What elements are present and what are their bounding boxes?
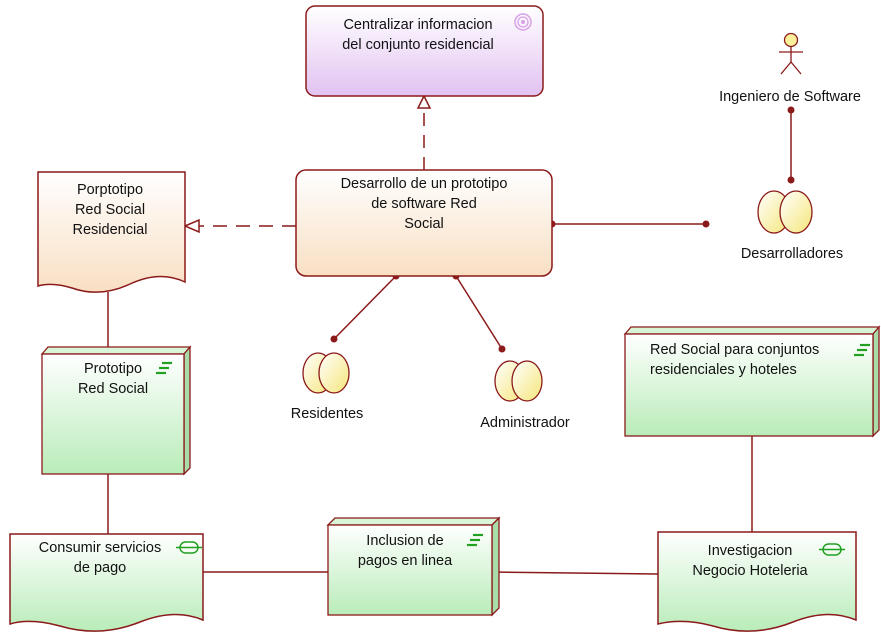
- goal-icon: [514, 13, 532, 31]
- connector-project-residentes[interactable]: [333, 275, 397, 340]
- realization-arrowhead: [183, 218, 200, 234]
- artifact-label-line3: Residencial: [72, 222, 148, 238]
- payment-service-line2: de pago: [73, 560, 127, 576]
- prototype-node-line2: Red Social: [77, 381, 149, 397]
- hotel-node-label: Red Social para conjuntos residenciales …: [650, 340, 860, 380]
- project-label-line2: de software Red: [371, 196, 477, 212]
- hotel-node-line2: residenciales y hoteles: [650, 362, 797, 378]
- connector-dot: [787, 176, 795, 184]
- hotel-node[interactable]: [623, 325, 881, 438]
- project-label: Desarrollo de un prototipo de software R…: [300, 174, 548, 234]
- actor-icon: [779, 32, 803, 75]
- payment-node-label: Inclusion de pagos en linea: [340, 531, 470, 571]
- service-icon: [176, 541, 202, 554]
- prototype-node[interactable]: [40, 345, 192, 476]
- payment-service[interactable]: [9, 533, 204, 632]
- research-service-label: Investigacion Negocio Hoteleria: [670, 541, 830, 581]
- payment-node-line1: Inclusion de: [366, 533, 444, 549]
- connector-dot: [498, 345, 506, 353]
- prototype-node-label: Prototipo Red Social: [42, 359, 184, 399]
- service-icon: [819, 543, 845, 556]
- research-service-line1: Investigacion: [707, 543, 793, 559]
- project-box[interactable]: [295, 169, 553, 277]
- artifact-label-line1: Porptotipo: [76, 182, 144, 198]
- connector-project-administrador[interactable]: [455, 275, 503, 350]
- connector-dot: [787, 106, 795, 114]
- payment-node-line2: pagos en linea: [357, 553, 453, 569]
- artifact-box[interactable]: [37, 171, 186, 293]
- realization-arrowhead: [416, 94, 432, 109]
- project-label-line1: Desarrollo de un prototipo: [340, 176, 508, 192]
- research-service[interactable]: [657, 531, 857, 632]
- role-label-desarrolladores: Desarrolladores: [740, 246, 844, 262]
- goal-label-line1: Centralizar informacion: [343, 17, 493, 33]
- goal-label: Centralizar informacion del conjunto res…: [318, 15, 518, 55]
- payment-node[interactable]: [326, 516, 501, 617]
- role-label-residentes: Residentes: [290, 406, 364, 422]
- node-icon: [854, 343, 870, 357]
- role-icon-desarrolladores[interactable]: [757, 190, 813, 234]
- connector-node-research[interactable]: [491, 571, 659, 575]
- node-icon: [467, 533, 483, 547]
- role-icon-administrador[interactable]: [494, 360, 543, 402]
- artifact-label: Porptotipo Red Social Residencial: [40, 180, 180, 240]
- connector-dot: [330, 335, 338, 343]
- connector-dot: [702, 220, 710, 228]
- goal-label-line2: del conjunto residencial: [342, 37, 494, 53]
- node-icon: [156, 361, 172, 375]
- hotel-node-line1: Red Social para conjuntos: [650, 342, 820, 358]
- role-icon-residentes[interactable]: [302, 352, 350, 394]
- payment-service-line1: Consumir servicios: [38, 540, 162, 556]
- project-label-line3: Social: [404, 216, 444, 232]
- role-label-administrador: Administrador: [480, 415, 570, 431]
- actor-label: Ingeniero de Software: [719, 89, 861, 105]
- research-service-line2: Negocio Hoteleria: [692, 563, 808, 579]
- prototype-node-line1: Prototipo: [83, 361, 143, 377]
- artifact-label-line2: Red Social: [74, 202, 146, 218]
- goal-box[interactable]: [305, 5, 544, 97]
- payment-service-label: Consumir servicios de pago: [20, 538, 180, 578]
